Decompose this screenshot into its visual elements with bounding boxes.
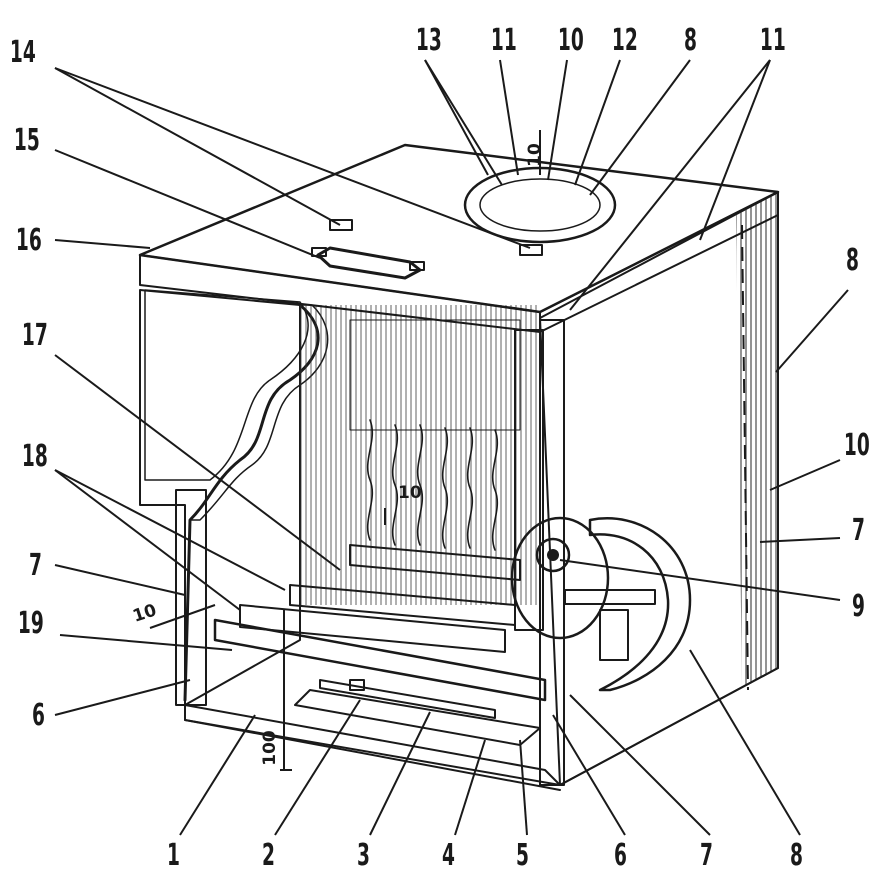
- hinge-left: [329, 219, 353, 231]
- right-wall-edge: [736, 192, 778, 688]
- dim-side-gap: 10: [130, 600, 159, 626]
- handle-mount-left: [311, 247, 327, 257]
- fan-motor-hub: [535, 537, 571, 573]
- main-tray-frame: [213, 618, 547, 702]
- box-floor: [184, 704, 561, 786]
- fan-assembly: [510, 516, 692, 692]
- callout-13: 13: [416, 22, 442, 57]
- callout-7-bottom: 7: [700, 837, 713, 872]
- callout-7-left: 7: [29, 547, 42, 582]
- lid: [138, 143, 780, 481]
- box-body: [139, 191, 779, 791]
- tray-clip: [349, 679, 365, 691]
- callout-17: 17: [22, 317, 48, 352]
- callout-12: 12: [612, 22, 638, 57]
- front-left-post: [175, 489, 207, 706]
- callout-14: 14: [10, 34, 36, 69]
- middle-tray-2: [239, 604, 506, 653]
- tray-rail: [319, 679, 496, 719]
- callout-18: 18: [22, 438, 48, 473]
- dim-floor-height: 100: [260, 730, 280, 766]
- lid-cutaway-shadow: [144, 289, 309, 481]
- hinge-right: [519, 244, 543, 256]
- middle-tray-1: [289, 584, 516, 626]
- leader-lines: [54, 59, 849, 836]
- fan-motor-core: [547, 549, 559, 561]
- hidden-edge-dashed: [741, 224, 749, 691]
- callout-6-left: 6: [32, 697, 45, 732]
- lid-handle: [316, 246, 422, 280]
- handle-mount-right: [409, 261, 425, 271]
- egg-trays: [213, 544, 547, 746]
- dim-lid-ventilation: 10: [525, 143, 545, 167]
- callout-6-bottom: 6: [614, 837, 627, 872]
- callout-numbers: 1 2 3 4 5 6 7 8 6 19 7 18 17 16 15 14 13…: [10, 22, 870, 872]
- back-curtain-waves: [366, 419, 499, 551]
- upper-tray: [349, 544, 521, 581]
- callout-10-top: 10: [558, 22, 584, 57]
- callout-8-top: 8: [684, 22, 697, 57]
- dim-back-gap: 10: [398, 483, 422, 503]
- callout-15: 15: [14, 122, 40, 157]
- callout-9: 9: [852, 588, 865, 623]
- callout-7-right: 7: [852, 512, 865, 547]
- heater-bracket: [564, 589, 656, 605]
- callout-8-right: 8: [846, 242, 859, 277]
- dimension-lines: [149, 130, 541, 771]
- ventilation-opening-inner: [479, 178, 601, 232]
- lid-right-edge: [539, 191, 779, 333]
- callout-3: 3: [357, 837, 370, 872]
- callout-19: 19: [18, 605, 44, 640]
- callout-8-bottom: 8: [790, 837, 803, 872]
- callout-1: 1: [167, 837, 180, 872]
- fan-housing: [588, 517, 692, 692]
- callout-2: 2: [262, 837, 275, 872]
- fan-disc: [510, 516, 610, 640]
- callout-4: 4: [442, 837, 455, 872]
- callout-16: 16: [16, 222, 42, 257]
- callout-11-top: 11: [491, 22, 517, 57]
- callout-5: 5: [516, 837, 529, 872]
- callout-11-right: 11: [760, 22, 786, 57]
- heater-block: [599, 609, 629, 661]
- callout-10-right: 10: [844, 427, 870, 462]
